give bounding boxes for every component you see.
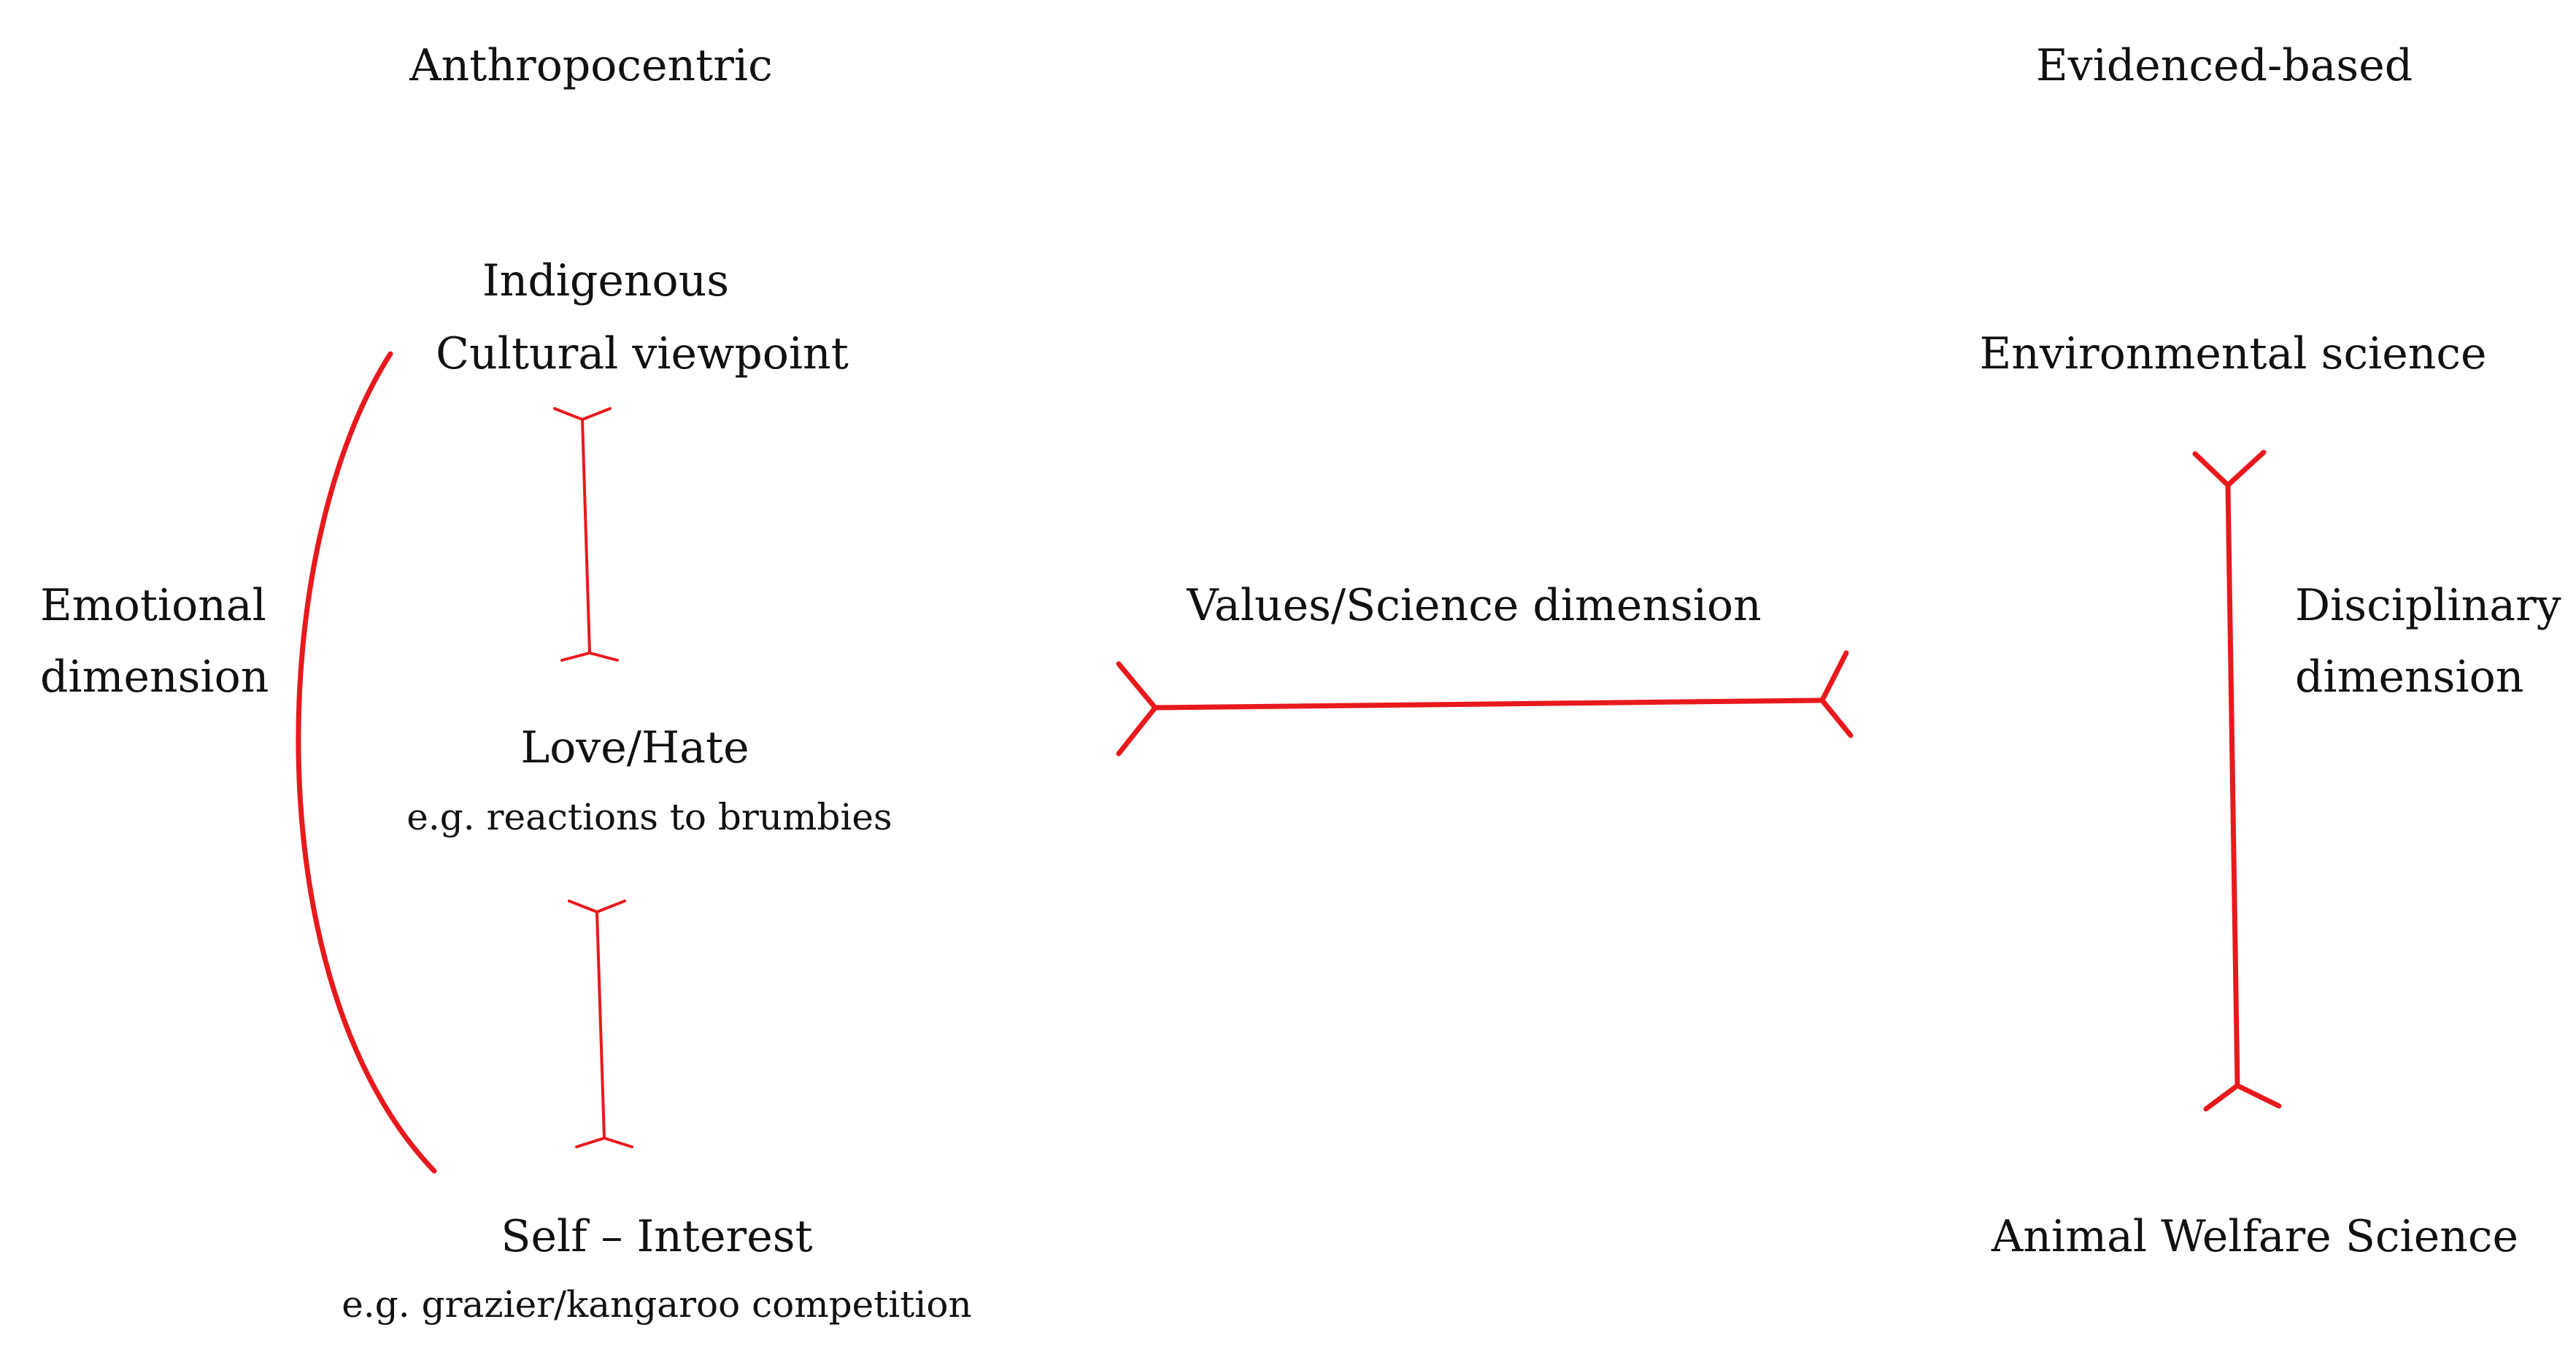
connector-disciplinary xyxy=(2192,449,2282,1112)
emotional-dimension-line2: dimension xyxy=(40,651,269,703)
emotional-dimension-arc xyxy=(296,351,437,1174)
node-love-hate-example: e.g. reactions to brumbies xyxy=(406,796,892,838)
disciplinary-dimension-line1: Disciplinary xyxy=(2295,580,2561,631)
node-cultural-viewpoint: Cultural viewpoint xyxy=(436,328,849,379)
node-animal-welfare-science: Animal Welfare Science xyxy=(1991,1211,2518,1262)
values-science-dimension-label: Values/Science dimension xyxy=(1187,580,1762,631)
heading-evidence-based: Evidenced-based xyxy=(2036,40,2413,91)
node-self-interest-example: e.g. grazier/kangaroo competition xyxy=(342,1283,972,1326)
node-indigenous: Indigenous xyxy=(482,255,730,306)
node-self-interest: Self – Interest xyxy=(501,1211,813,1262)
node-environmental-science: Environmental science xyxy=(1979,328,2487,379)
connector-values-science xyxy=(1116,650,1854,757)
node-love-hate: Love/Hate xyxy=(520,722,749,773)
disciplinary-dimension-line2: dimension xyxy=(2295,651,2524,703)
connector-lovehate-selfinterest xyxy=(568,900,633,1148)
heading-anthropocentric: Anthropocentric xyxy=(409,40,773,91)
emotional-dimension-line1: Emotional xyxy=(40,580,266,631)
connector-cultural-lovehate xyxy=(553,407,619,662)
